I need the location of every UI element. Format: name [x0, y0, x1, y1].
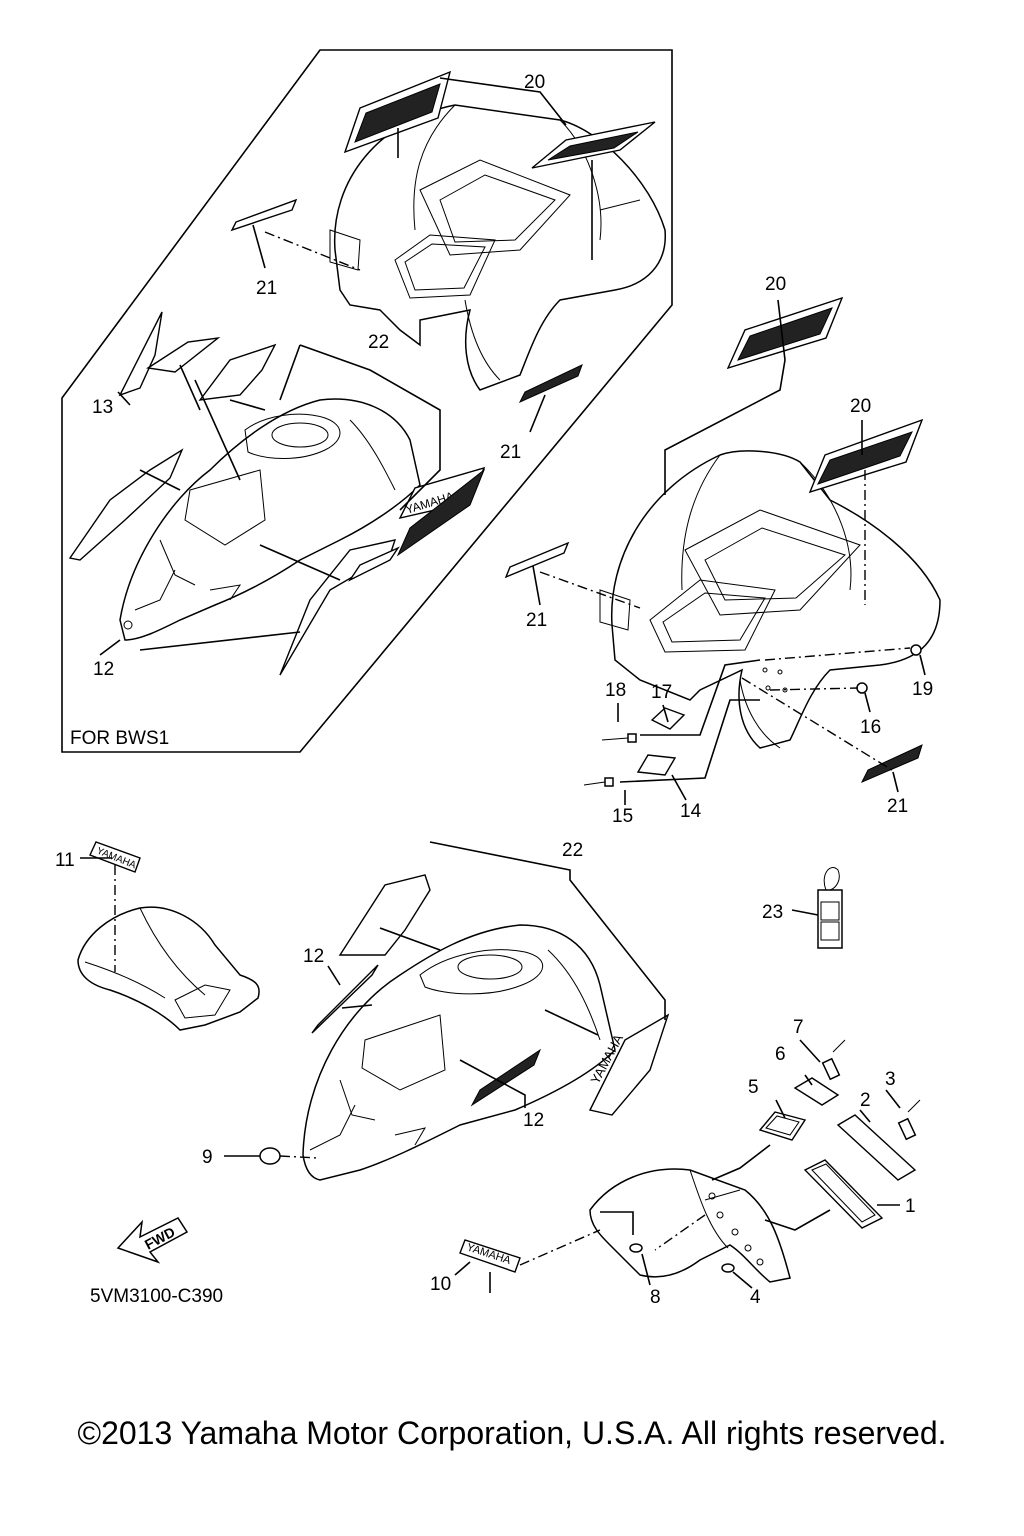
fwd-arrow: FWD — [116, 1217, 189, 1264]
plate-2 — [836, 1114, 917, 1181]
callout-12-main-lower: 12 — [523, 1110, 544, 1131]
plate-5 — [758, 1111, 807, 1141]
callout-3: 3 — [885, 1069, 896, 1090]
decal-13-a — [118, 311, 163, 397]
decal-12-side — [470, 1048, 542, 1107]
decal-21-main-left — [504, 541, 570, 579]
front-flap-assembly: YAMAHA — [454, 1039, 921, 1293]
inset-label: FOR BWS1 — [70, 728, 169, 749]
callout-12-main-upper: 12 — [303, 946, 324, 967]
callout-7: 7 — [793, 1017, 804, 1038]
callout-21-inset-left: 21 — [256, 278, 277, 299]
decal-11-yamaha — [89, 841, 141, 873]
callout-22-inset: 22 — [368, 332, 389, 353]
copyright-notice: ©2013 Yamaha Motor Corporation, U.S.A. A… — [77, 1415, 947, 1451]
front-fender-inset — [119, 398, 421, 641]
fasteners-rear — [583, 644, 926, 805]
plate-17 — [650, 707, 686, 730]
plate-6 — [793, 1077, 840, 1106]
callout-10: 10 — [430, 1274, 451, 1295]
decal-21-inset-left — [230, 198, 298, 232]
callout-20-inset: 20 — [524, 72, 545, 93]
decal-yamaha-main — [588, 1013, 670, 1116]
decal-side-inset-right — [279, 539, 397, 676]
decal-13-b — [146, 336, 221, 373]
callout-19: 19 — [912, 679, 933, 700]
callout-21-main-left: 21 — [526, 610, 547, 631]
plate-14 — [636, 754, 677, 776]
callout-1: 1 — [905, 1196, 916, 1217]
callout-2: 2 — [860, 1090, 871, 1111]
callout-20-main-upper: 20 — [765, 274, 786, 295]
decal-21-inset-right — [518, 364, 583, 404]
decal-21-main-right — [860, 744, 923, 783]
callout-23: 23 — [762, 902, 783, 923]
callout-12-inset: 12 — [93, 659, 114, 680]
callout-4: 4 — [750, 1287, 761, 1308]
callout-16: 16 — [860, 717, 881, 738]
part-23-tag — [791, 867, 843, 949]
callout-21-main-right: 21 — [887, 796, 908, 817]
callout-22-main: 22 — [562, 840, 583, 861]
decal-13-c — [198, 343, 277, 401]
front-fender-main — [302, 924, 616, 1181]
callout-18: 18 — [605, 680, 626, 701]
diagram-code: 5VM3100-C390 — [90, 1286, 223, 1307]
callout-13: 13 — [92, 397, 113, 418]
callout-20-main-lower: 20 — [850, 396, 871, 417]
plate-1 — [803, 1159, 884, 1229]
callout-11: 11 — [55, 850, 75, 871]
rear-fender-main — [599, 450, 941, 749]
decal-22-top — [338, 874, 431, 956]
callout-14: 14 — [680, 801, 702, 822]
decal-10-yamaha — [459, 1239, 521, 1273]
callout-21-inset-right: 21 — [500, 442, 521, 463]
part-11-cover — [77, 906, 260, 1031]
decal-12-strip — [311, 964, 379, 1034]
callout-5: 5 — [748, 1077, 759, 1098]
callout-9: 9 — [202, 1147, 213, 1168]
callout-8: 8 — [650, 1287, 661, 1308]
callout-6: 6 — [775, 1044, 786, 1065]
part-9-grommet — [259, 1147, 281, 1165]
callout-15: 15 — [612, 806, 633, 827]
inset-bws1: FOR BWS1 — [61, 49, 673, 753]
callouts: 1 2 3 4 5 6 7 8 9 10 11 12 12 12 13 14 1… — [55, 72, 933, 1308]
callout-17: 17 — [651, 682, 672, 703]
